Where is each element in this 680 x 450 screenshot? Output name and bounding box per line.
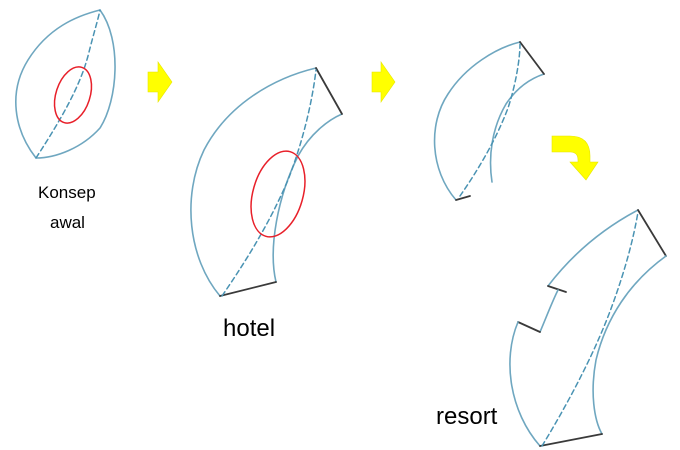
hotel-bottom-edge xyxy=(219,281,277,297)
resort-label: resort xyxy=(436,403,498,430)
hotel-shape xyxy=(190,67,343,297)
resort-lower-outer-curve xyxy=(509,321,541,447)
resort-axis-line xyxy=(541,211,639,447)
concept-label-line2: awal xyxy=(50,213,85,232)
intermediate-inner-curve xyxy=(489,73,545,183)
resort-bottom-edge xyxy=(539,433,603,447)
hotel-axis-line xyxy=(221,69,317,297)
hotel-label: hotel xyxy=(223,315,275,342)
intermediate-axis-line xyxy=(459,43,521,197)
curved-down-arrow-icon xyxy=(551,135,599,181)
hotel-top-edge xyxy=(315,67,343,115)
hotel-inner-curve xyxy=(272,113,343,283)
intermediate-outer-curve xyxy=(433,41,521,201)
resort-top-edge xyxy=(637,209,667,257)
right-arrow-icon xyxy=(147,61,173,103)
concept-core-circle xyxy=(53,66,93,124)
hotel-core-circle xyxy=(250,150,306,238)
resort-step-lower xyxy=(517,321,541,333)
intermediate-bottom-edge xyxy=(455,195,471,201)
intermediate-top-edge xyxy=(519,41,545,75)
concept-axis-line xyxy=(35,9,101,159)
concept-leaf-outline xyxy=(15,9,116,159)
resort-step-upper xyxy=(547,285,567,293)
resort-step-wall xyxy=(539,289,559,333)
right-arrow-icon xyxy=(371,61,396,103)
resort-shape xyxy=(509,209,667,447)
resort-upper-outer-curve xyxy=(547,209,639,287)
intermediate-shape xyxy=(433,41,545,201)
concept-shape xyxy=(15,9,116,159)
concept-label-line1: Konsep xyxy=(38,183,96,202)
resort-inner-curve xyxy=(592,255,667,435)
hotel-outer-curve xyxy=(190,67,317,297)
